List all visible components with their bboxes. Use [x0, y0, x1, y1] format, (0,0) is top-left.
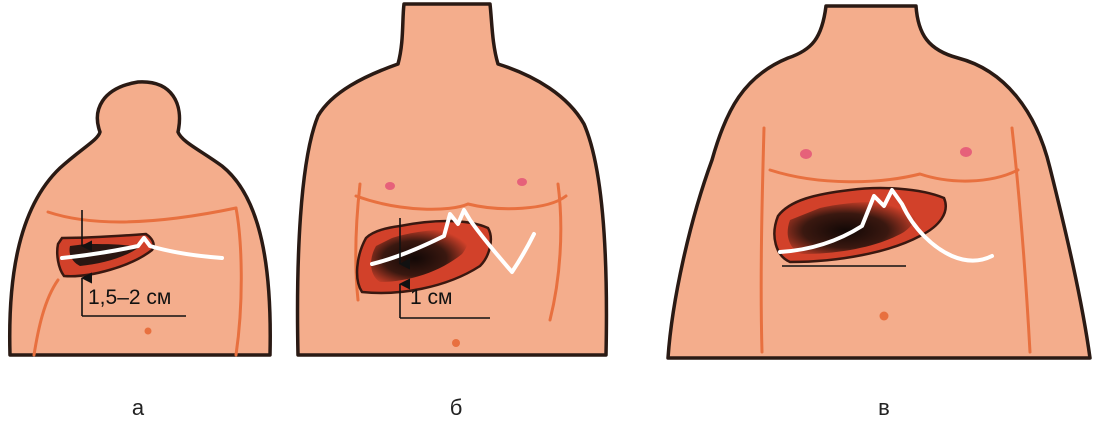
panel-a-navel: [145, 328, 152, 335]
panel-c-caption: в: [878, 395, 890, 420]
panel-a-torso: [10, 82, 271, 355]
panel-b-caption: б: [450, 395, 463, 420]
panel-c-right-nipple: [960, 147, 972, 157]
panel-b-navel: [452, 339, 460, 347]
panel-a-caption: а: [132, 395, 145, 420]
panel-c-left-nipple: [800, 149, 812, 159]
panel-b-measure-label: 1 см: [410, 286, 452, 309]
panel-c-torso: [668, 6, 1090, 358]
panel-b-left-nipple: [385, 182, 395, 190]
panel-c-navel: [880, 312, 889, 321]
panel-b-right-nipple: [517, 178, 527, 186]
panel-a-measure-label: 1,5–2 см: [88, 286, 171, 309]
